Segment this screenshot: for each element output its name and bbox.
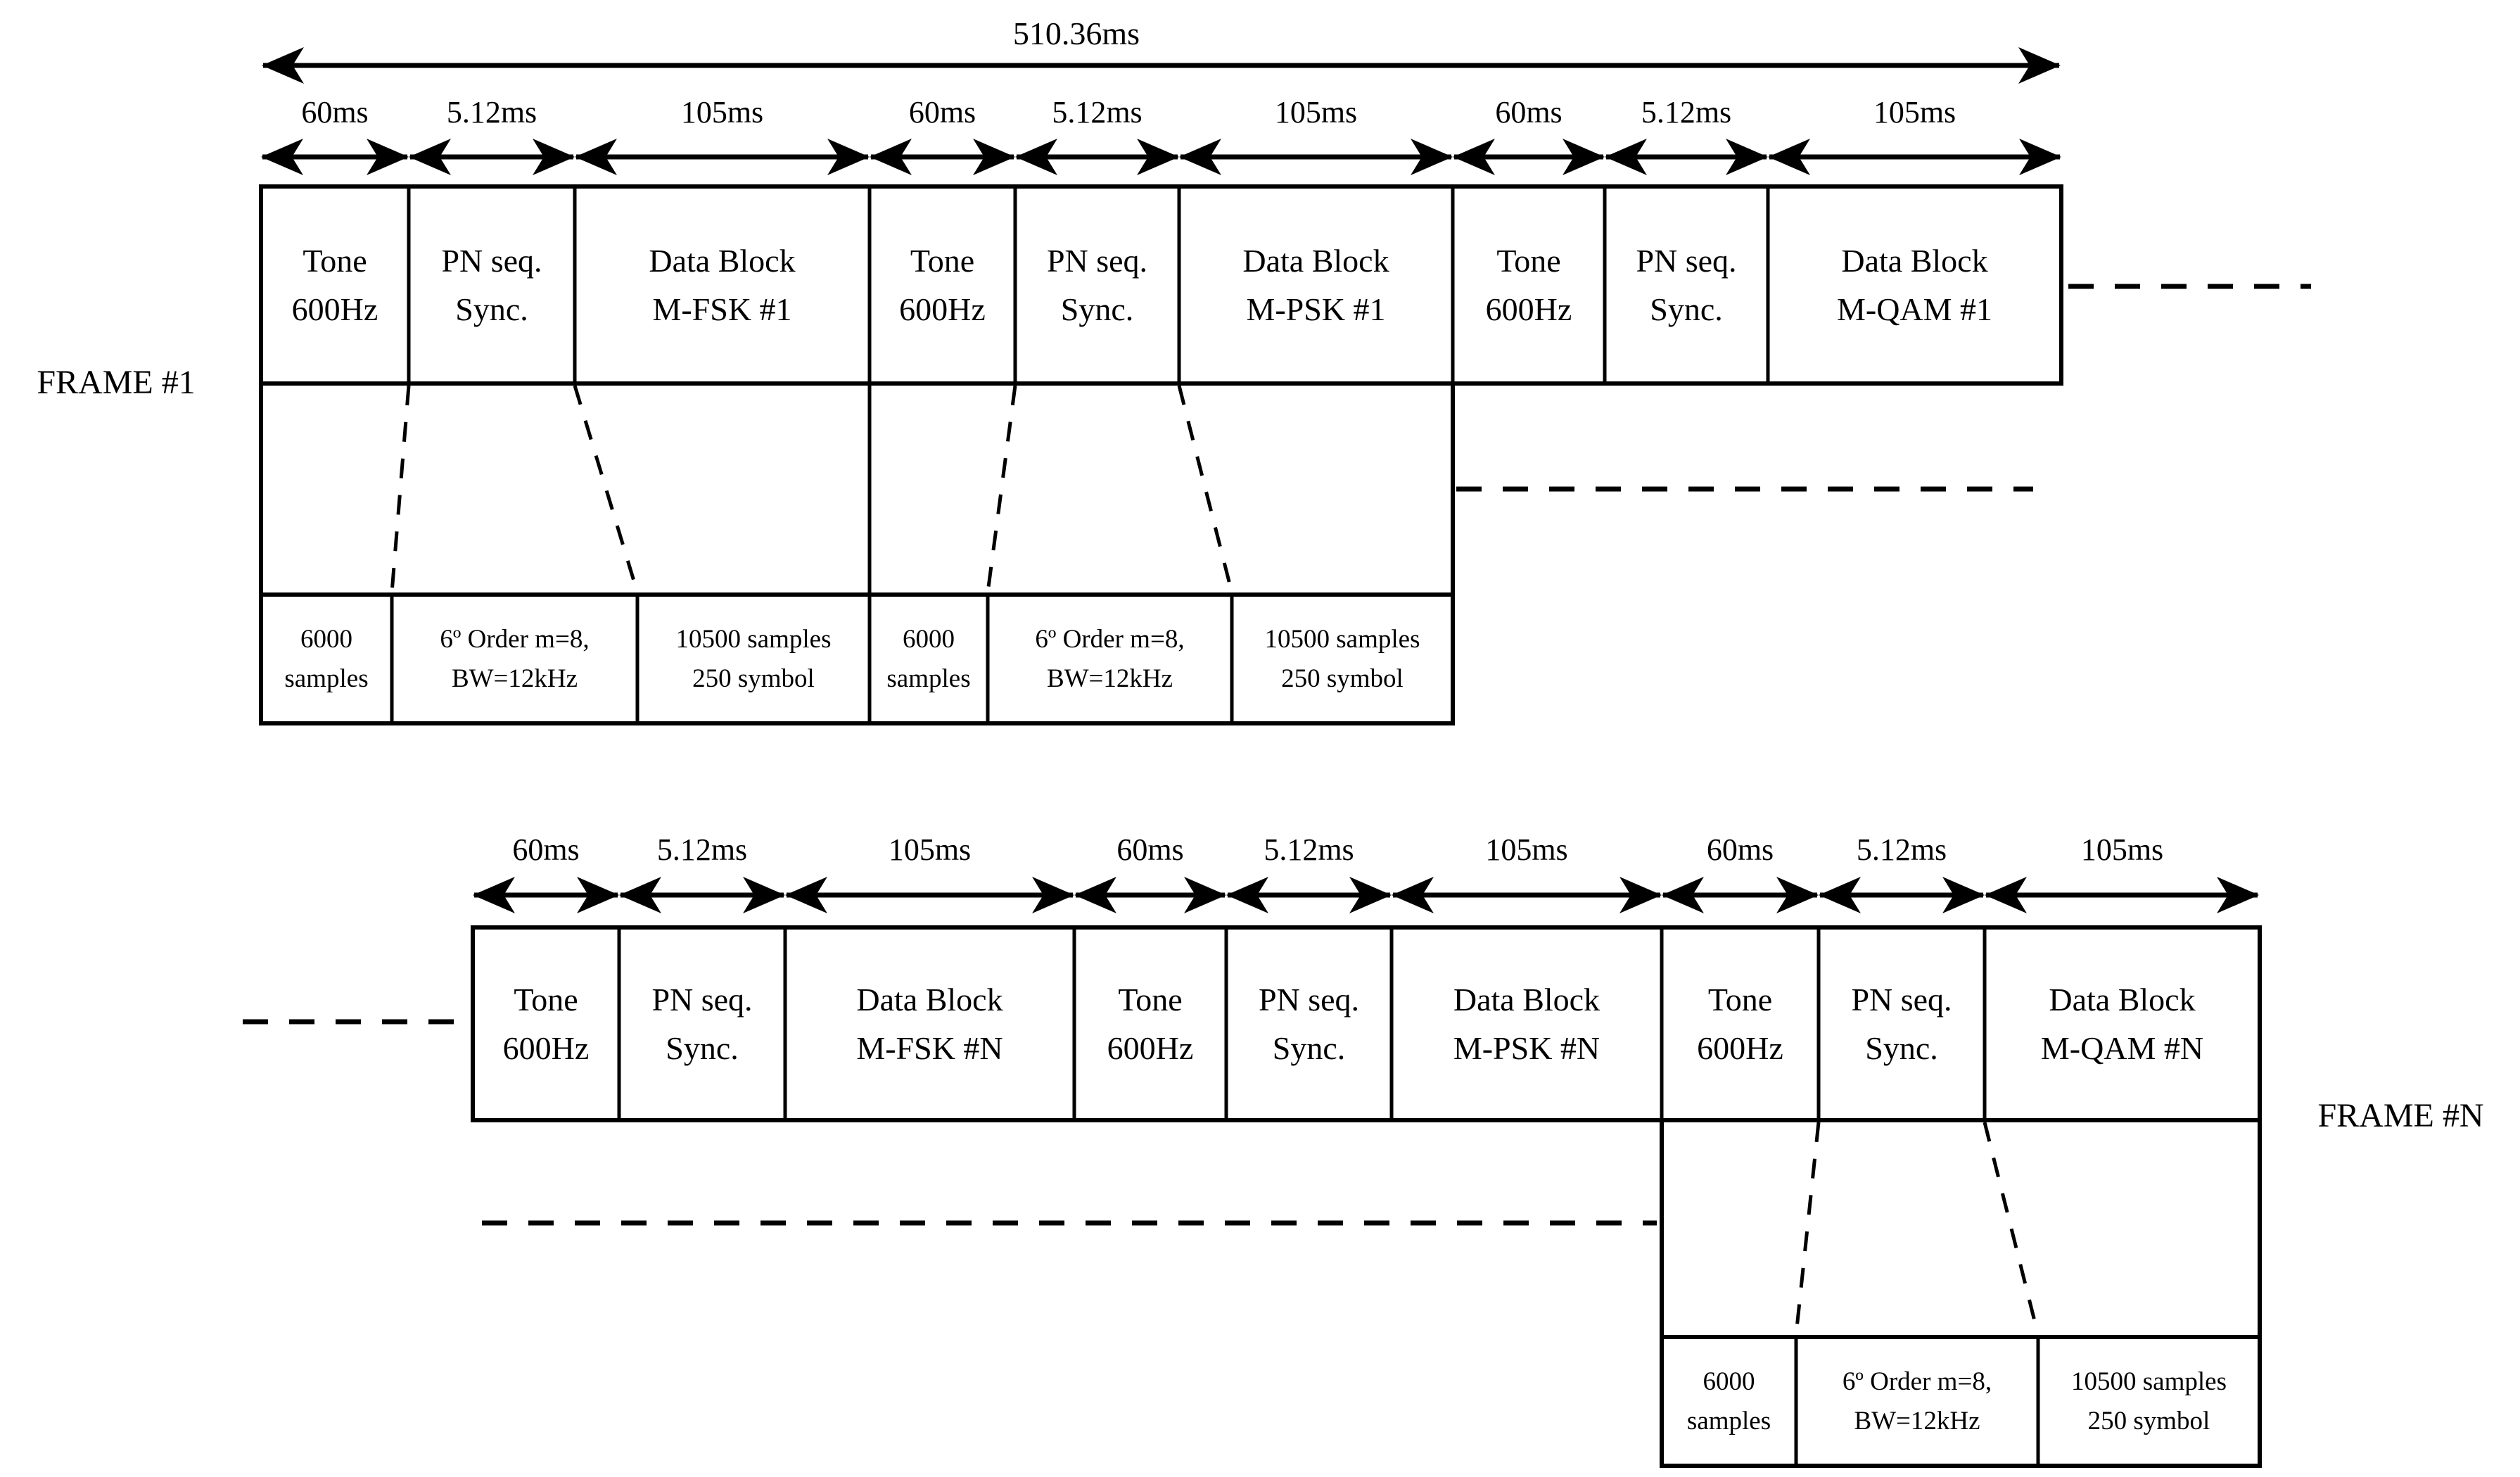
frameN-segment-tone: Tone 600Hz [1107, 982, 1194, 1066]
frame1-duration-label: 105ms [1274, 94, 1358, 129]
frame1-continuation-dashes [1456, 284, 2311, 492]
frame1-segment-mpsk: Data Block M-PSK #1 [1242, 243, 1389, 327]
frameN-duration-label: 60ms [1706, 832, 1774, 867]
frameN-segment-mqam: Data Block M-QAM #N [2040, 982, 2204, 1066]
frame1-duration-label: 105ms [680, 94, 764, 129]
frame1-duration-label: 5.12ms [446, 94, 537, 129]
frame1-segment-mqam: Data Block M-QAM #1 [1836, 243, 1993, 327]
frame1-segment-tone: Tone 600Hz [291, 243, 378, 327]
frameN-detail-data-samples: 10500 samples 250 symbol [2071, 1367, 2227, 1435]
frame1-segment-pn-sync: PN seq. Sync. [1636, 243, 1737, 327]
frameN-duration-label: 105ms [2080, 832, 2164, 867]
frameN-detail-tone-samples: 6000 samples [1686, 1367, 1771, 1435]
frameN-duration-label: 60ms [512, 832, 580, 867]
frameN-segment-mpsk: Data Block M-PSK #N [1453, 982, 1601, 1066]
frame1-duration-label: 60ms [908, 94, 976, 129]
frame1-segment-tone: Tone 600Hz [1485, 243, 1572, 327]
frameN-segment-pn-sync: PN seq. Sync. [1851, 982, 1952, 1066]
frameN-segment-tone: Tone 600Hz [1697, 982, 1783, 1066]
frame1-detail-tone-samples: 6000 samples [284, 625, 369, 693]
frameN-duration-label: 105ms [888, 832, 972, 867]
frame1-boxes [259, 184, 2063, 725]
frameN-duration-label: 5.12ms [1264, 832, 1354, 867]
frame1-detail-pn-order: 6º Order m=8, BW=12kHz [440, 625, 590, 693]
frameN-continuation-dashes [243, 1019, 1657, 1226]
frame1-segment-mfsk: Data Block M-FSK #1 [649, 243, 796, 327]
frame1-duration-label: 105ms [1873, 94, 1956, 129]
frame1-duration-label: 60ms [1495, 94, 1563, 129]
frameN-detail-pn-order: 6º Order m=8, BW=12kHz [1842, 1367, 1992, 1435]
frame1-label: FRAME #1 [37, 363, 196, 401]
frame1-detail-tone-samples: 6000 samples [886, 625, 971, 693]
frame1-detail-data-samples: 10500 samples 250 symbol [675, 625, 832, 693]
frame1-expansion-dashes [390, 385, 1234, 593]
frameN-expansion-dashes [1794, 1122, 2040, 1336]
frame1-segment-tone: Tone 600Hz [899, 243, 986, 327]
frame1-detail-pn-order: 6º Order m=8, BW=12kHz [1035, 625, 1185, 693]
frameN-segment-pn-sync: PN seq. Sync. [651, 982, 753, 1066]
frameN-duration-label: 60ms [1116, 832, 1184, 867]
frameN-duration-label: 5.12ms [656, 832, 748, 867]
total-duration-label: 510.36ms [1012, 15, 1140, 51]
frameN-segment-mfsk: Data Block M-FSK #N [856, 982, 1003, 1066]
frameN-boxes [471, 925, 2262, 1468]
frame1-duration-label: 60ms [301, 94, 369, 129]
frameN-segment-tone: Tone 600Hz [502, 982, 590, 1066]
frameN-duration-label: 5.12ms [1856, 832, 1947, 867]
frame1-segment-pn-sync: PN seq. Sync. [1046, 243, 1148, 327]
frame1-duration-label: 5.12ms [1052, 94, 1143, 129]
frameN-label: FRAME #N [2317, 1096, 2484, 1134]
frame1-segment-pn-sync: PN seq. Sync. [441, 243, 542, 327]
frame1-duration-label: 5.12ms [1641, 94, 1732, 129]
frameN-duration-label: 105ms [1485, 832, 1568, 867]
frame1-duration-arrows [261, 47, 2061, 175]
frameN-segment-pn-sync: PN seq. Sync. [1258, 982, 1360, 1066]
frame1-detail-data-samples: 10500 samples 250 symbol [1264, 625, 1420, 693]
